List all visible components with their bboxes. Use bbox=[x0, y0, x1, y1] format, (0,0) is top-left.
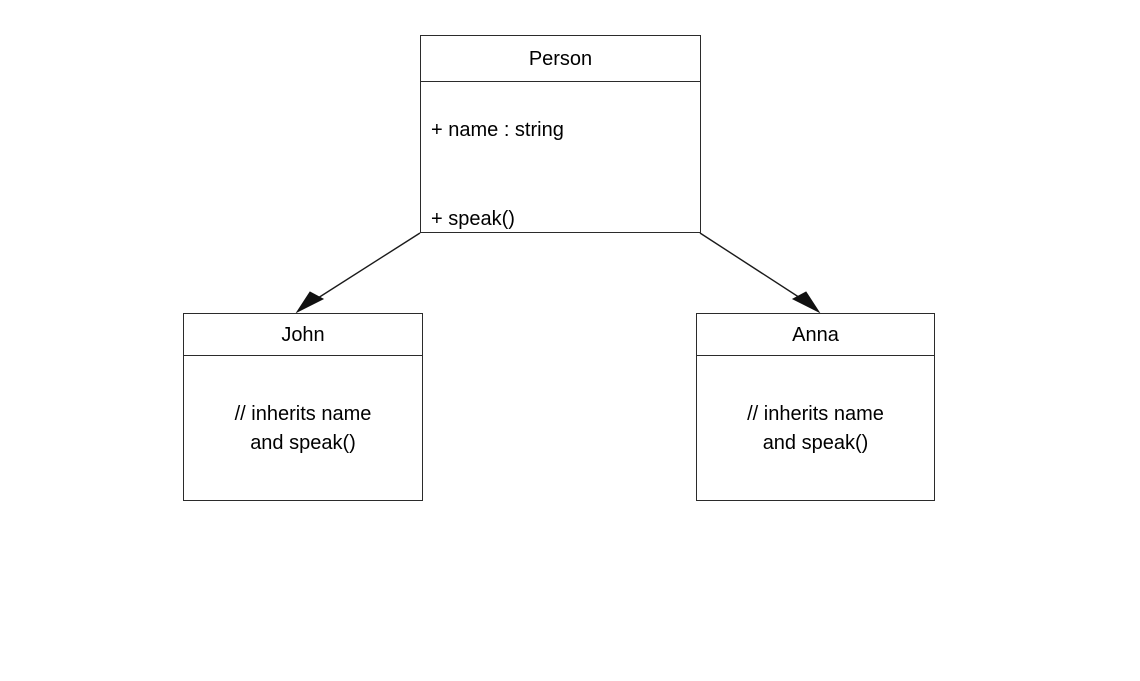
edge-person-to-anna bbox=[699, 232, 821, 314]
class-name-anna: Anna bbox=[697, 314, 934, 356]
class-note-john: // inherits name and speak() bbox=[184, 400, 422, 458]
edge-person-to-anna-line bbox=[699, 232, 812, 306]
class-members-person: + name : string + speak() bbox=[421, 82, 700, 232]
class-members-anna: // inherits name and speak() bbox=[697, 356, 934, 500]
arrowhead-icon bbox=[295, 291, 325, 314]
class-note-line: // inherits name bbox=[234, 403, 372, 425]
class-members-john: // inherits name and speak() bbox=[184, 356, 422, 500]
edge-person-to-john-line bbox=[306, 232, 421, 306]
class-operation-speak: + speak() bbox=[431, 208, 515, 230]
class-name-john: John bbox=[184, 314, 422, 356]
class-note-line: // inherits name bbox=[747, 403, 884, 425]
class-box-person[interactable]: Person + name : string + speak() bbox=[420, 35, 701, 233]
class-note-line: and speak() bbox=[762, 432, 869, 454]
edge-person-to-john bbox=[295, 232, 421, 314]
class-note-line: and speak() bbox=[250, 432, 356, 454]
class-note-anna: // inherits name and speak() bbox=[697, 400, 934, 458]
class-name-person: Person bbox=[421, 36, 700, 82]
class-box-anna[interactable]: Anna // inherits name and speak() bbox=[696, 313, 935, 501]
class-box-john[interactable]: John // inherits name and speak() bbox=[183, 313, 423, 501]
class-attribute-name: + name : string bbox=[431, 119, 564, 141]
arrowhead-icon bbox=[791, 291, 821, 314]
